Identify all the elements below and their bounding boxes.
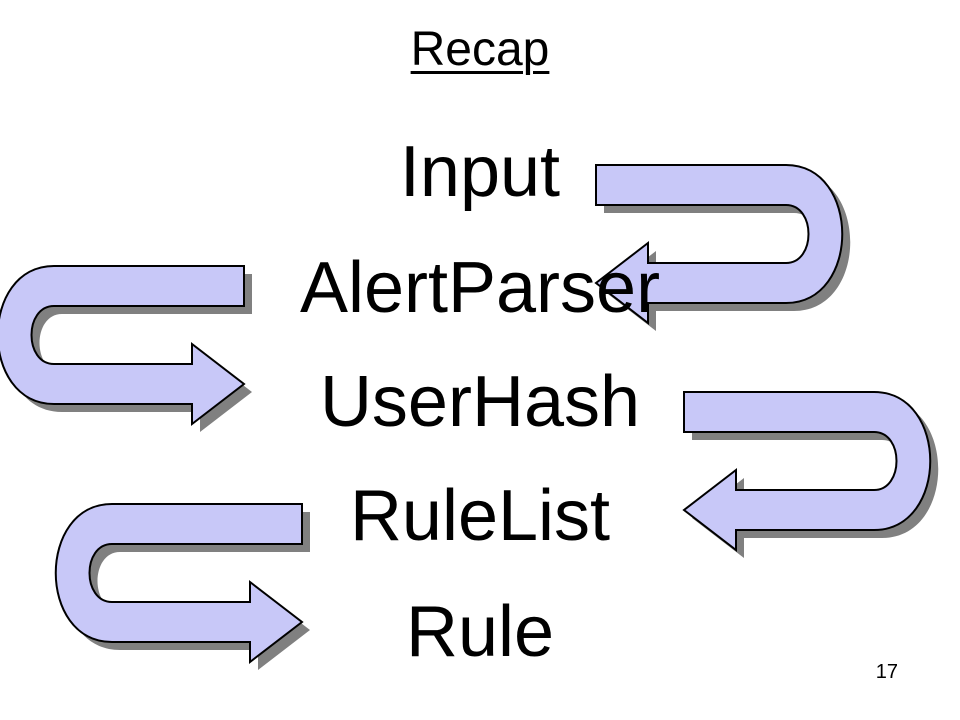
flow-step-input: Input <box>399 132 561 212</box>
flow-step-rule: Rule <box>405 592 555 672</box>
flow-step-alertparser: AlertParser <box>299 248 661 328</box>
flow-step-userhash: UserHash <box>319 362 641 442</box>
slide-title: Recap <box>410 23 550 76</box>
page-number: 17 <box>875 661 898 683</box>
flow-step-rulelist: RuleList <box>349 476 611 556</box>
